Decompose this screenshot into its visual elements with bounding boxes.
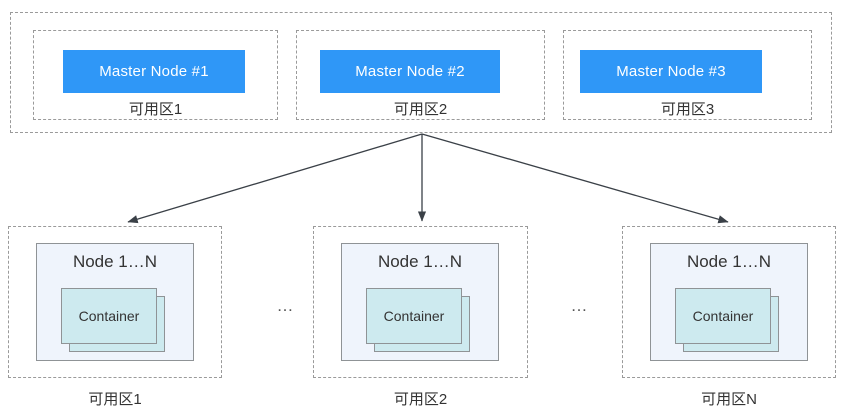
node-box-zone-3[interactable]: Node 1…N Container <box>650 243 808 361</box>
control-plane-zone-3 <box>563 30 812 120</box>
zone-separator-2: … <box>570 296 590 315</box>
arrow-to-zone-3 <box>421 133 729 224</box>
master-node-1-box[interactable]: Master Node #1 <box>63 50 245 93</box>
zone-separator-1: … <box>276 296 296 315</box>
container-front-zone-1[interactable]: Container <box>61 288 157 344</box>
container-stack-zone-2: Container <box>366 288 478 354</box>
node-title-zone-1: Node 1…N <box>72 252 158 271</box>
data-plane-zone-2-label: 可用区2 <box>393 391 448 408</box>
node-title-zone-2: Node 1…N <box>377 252 463 271</box>
control-plane-zone-2-label: 可用区2 <box>393 101 448 118</box>
control-plane-zone-1 <box>33 30 278 120</box>
master-node-2-box[interactable]: Master Node #2 <box>320 50 500 93</box>
control-plane-zone-2 <box>296 30 545 120</box>
control-plane-zone-1-label: 可用区1 <box>128 101 183 118</box>
container-front-zone-2[interactable]: Container <box>366 288 462 344</box>
data-plane-zone-1 <box>8 226 222 378</box>
container-stack-zone-1: Container <box>61 288 173 354</box>
data-plane-zone-1-label: 可用区1 <box>88 391 142 408</box>
node-box-zone-1[interactable]: Node 1…N Container <box>36 243 194 361</box>
master-node-3-box[interactable]: Master Node #3 <box>580 50 762 93</box>
control-plane-zone-3-label: 可用区3 <box>660 101 715 118</box>
arrow-to-zone-1 <box>127 133 423 224</box>
node-box-zone-2[interactable]: Node 1…N Container <box>341 243 499 361</box>
control-plane-container <box>10 12 832 133</box>
data-plane-zone-3 <box>622 226 836 378</box>
data-plane-zone-3-label: 可用区N <box>701 391 757 408</box>
node-title-zone-3: Node 1…N <box>686 252 772 271</box>
container-stack-zone-3: Container <box>675 288 787 354</box>
data-plane-zone-2 <box>313 226 528 378</box>
container-front-zone-3[interactable]: Container <box>675 288 771 344</box>
